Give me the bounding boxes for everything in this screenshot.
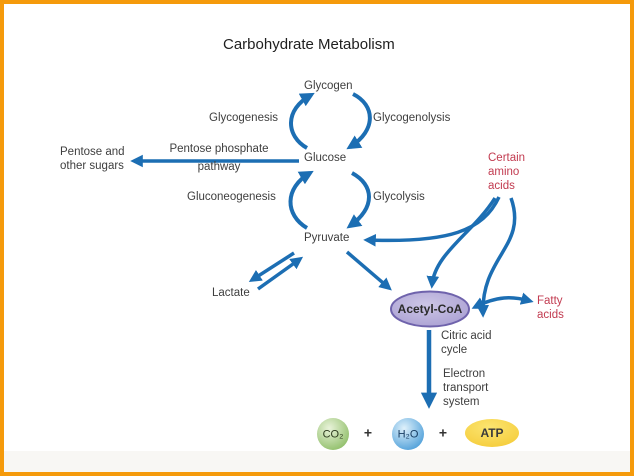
lactate-to-pyruvate-arrow — [256, 256, 304, 291]
h2o-label: H₂O — [397, 428, 419, 441]
pentose-phosphate-pathway-label: Pentose phosphate pathway — [169, 143, 269, 173]
acetylcoa-fattyacids-arrow — [471, 292, 534, 309]
diagram-title: Carbohydrate Metabolism — [223, 36, 395, 53]
fatty-acids-label: Fatty acids — [537, 295, 564, 321]
pyruvate-to-lactate-arrow — [248, 251, 295, 283]
glycolysis-arrow — [346, 171, 371, 229]
co2-label: CO₂ — [322, 428, 344, 441]
glycogen-label: Glycogen — [304, 80, 353, 92]
aminoacids-to-acetylcoa-arrow — [426, 197, 497, 289]
aminoacids-to-citricacid-arrow — [476, 197, 517, 318]
gluconeogenesis-label: Gluconeogenesis — [187, 191, 276, 203]
electron-transport-system-label: Electron transport system — [443, 368, 489, 408]
pentose-other-sugars-label: Pentose and other sugars — [60, 146, 125, 172]
certain-amino-acids-label: Certain amino acids — [488, 152, 526, 192]
bottom-band — [4, 451, 630, 472]
glycogenesis-label: Glycogenesis — [209, 112, 279, 124]
glucose-label: Glucose — [304, 152, 347, 164]
acetylcoa-label: Acetyl-CoA — [397, 301, 463, 316]
glycolysis-label: Glycolysis — [373, 191, 425, 203]
pyruvate-to-acetylcoa-arrow — [345, 250, 392, 291]
citric-acid-cycle-label: Citric acid cycle — [441, 330, 492, 356]
plus-sign-1: + — [363, 424, 373, 441]
lactate-label: Lactate — [212, 287, 250, 299]
plus-sign-2: + — [438, 424, 448, 441]
atp-label: ATP — [480, 425, 504, 440]
pyruvate-label: Pyruvate — [304, 232, 350, 244]
glycogenolysis-arrow — [346, 92, 372, 150]
glycogenolysis-label: Glycogenolysis — [373, 112, 451, 124]
glycogenesis-arrow — [289, 92, 315, 150]
gluconeogenesis-arrow — [288, 170, 314, 230]
